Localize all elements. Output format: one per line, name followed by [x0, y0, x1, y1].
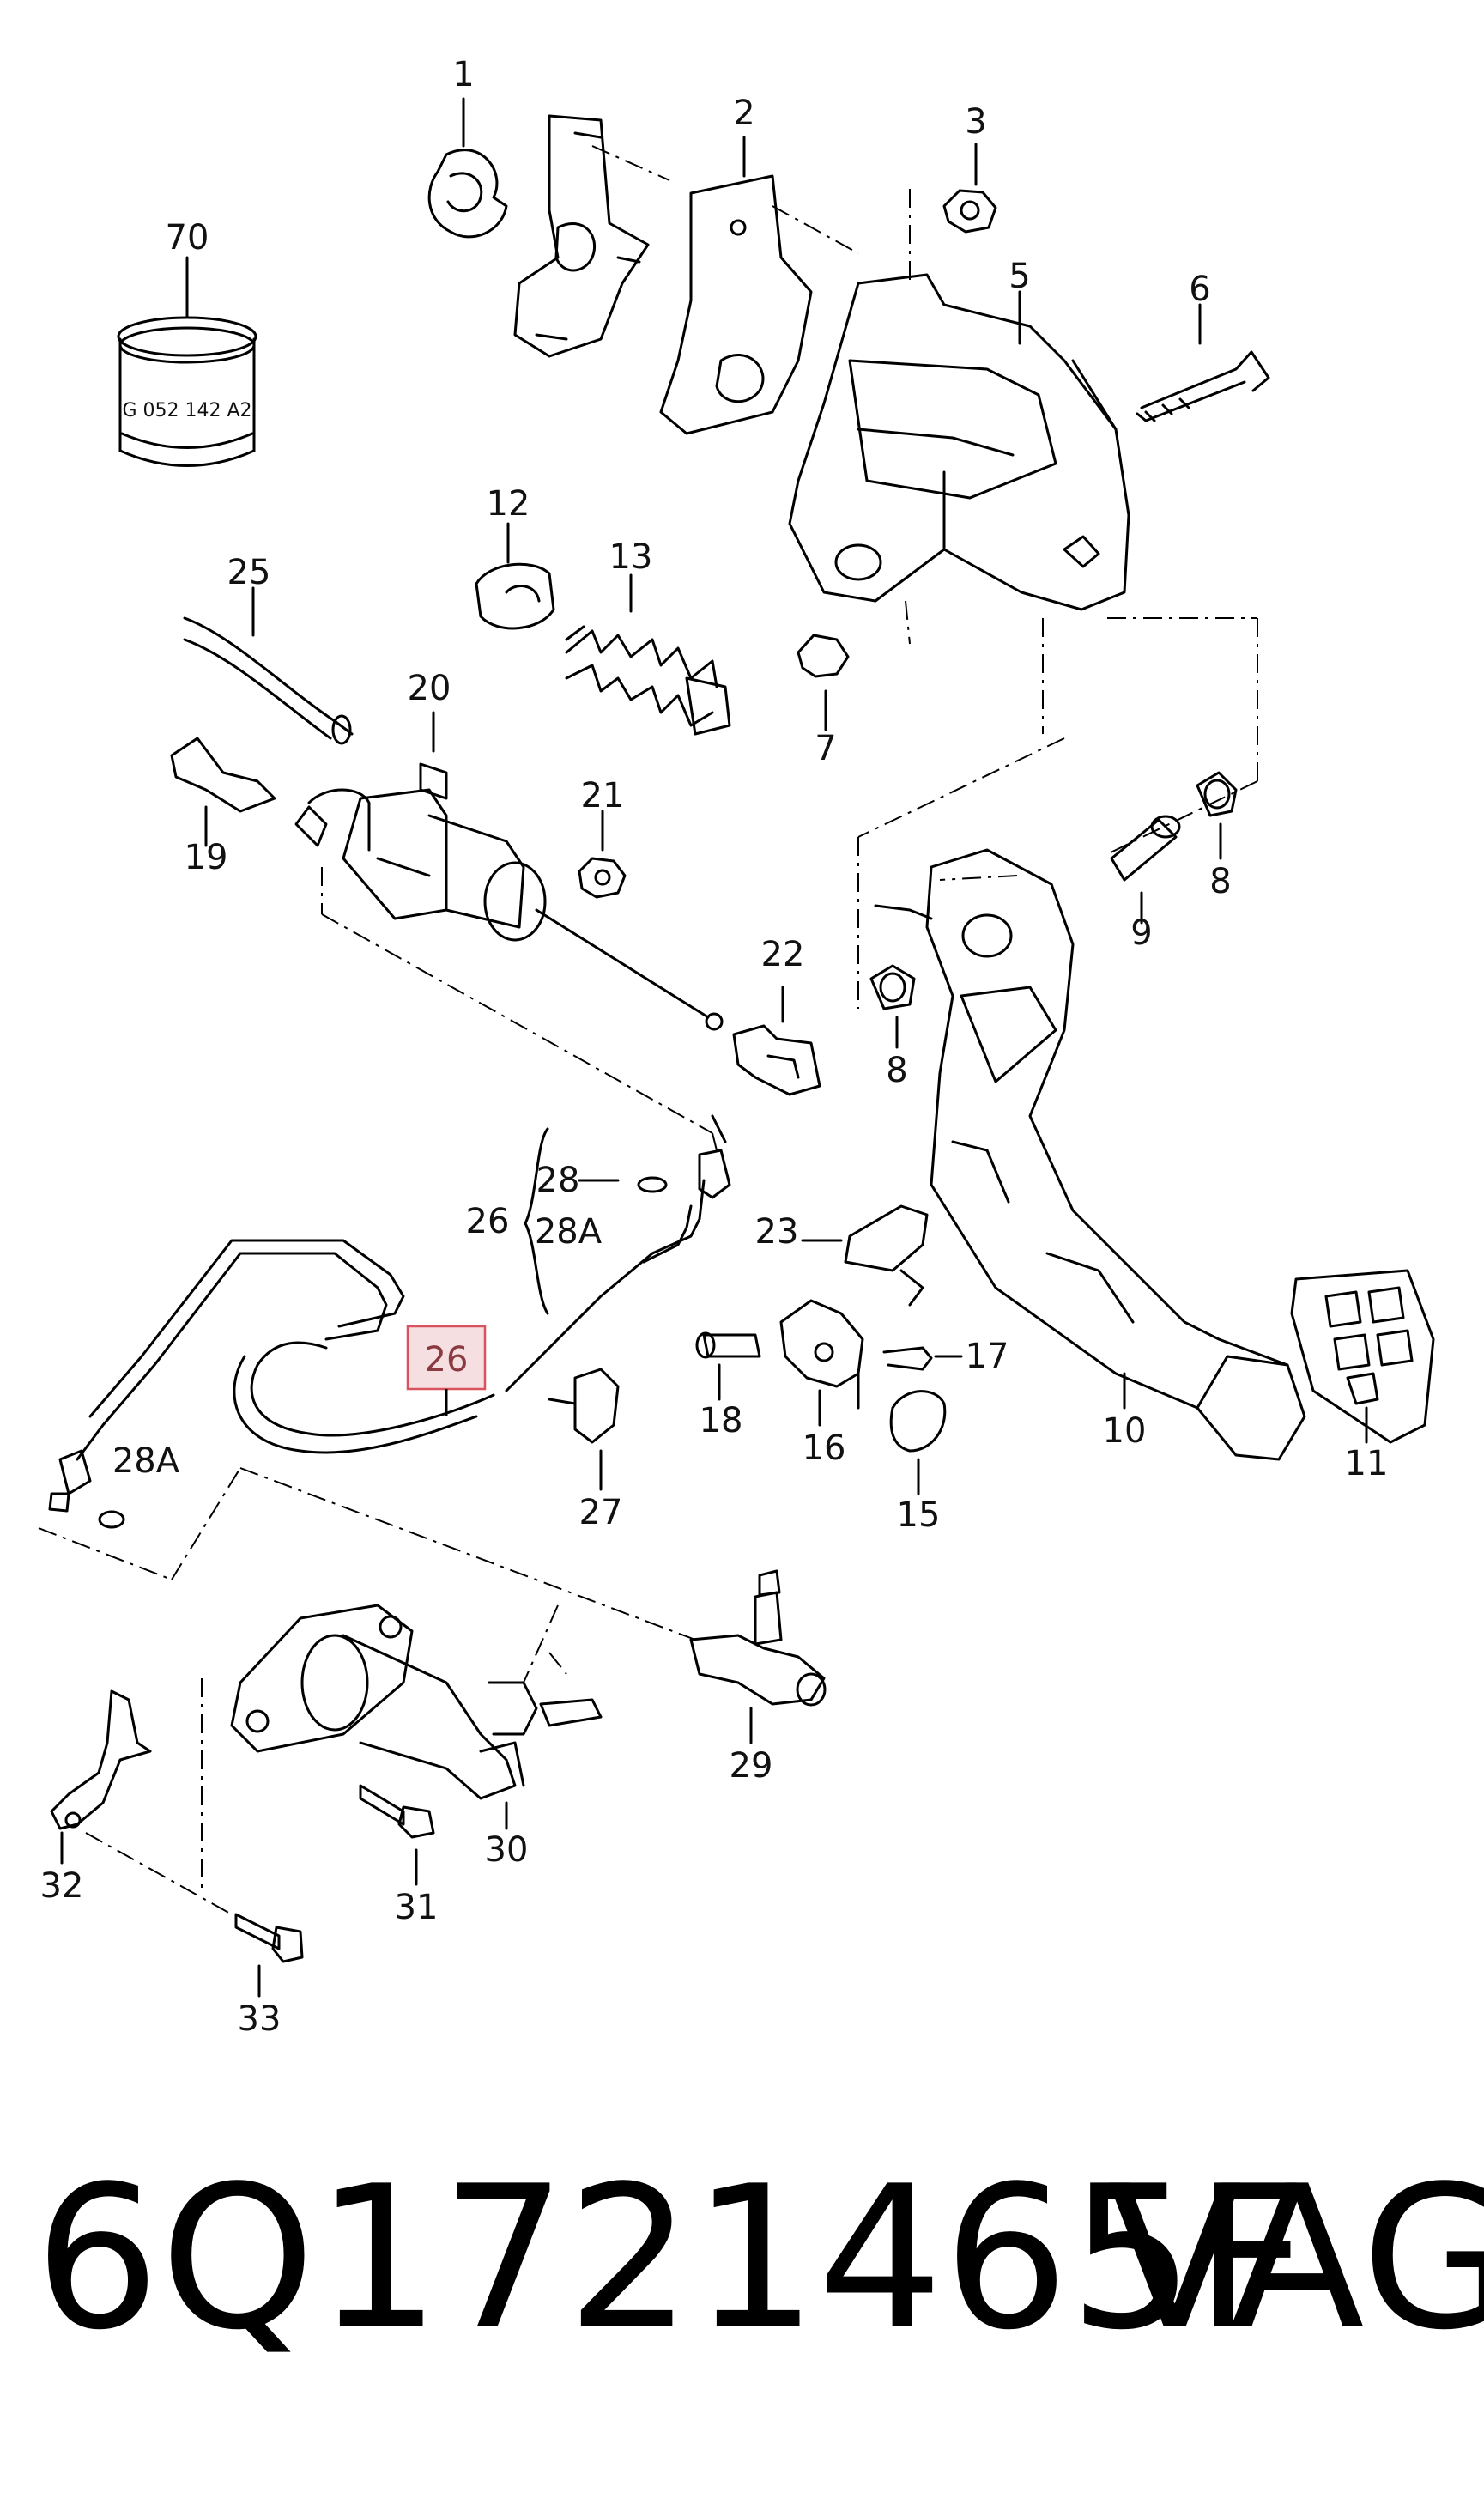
part-17-screw	[882, 1346, 963, 1371]
part-11-pedal-pad	[1290, 1269, 1435, 1444]
callout-28: 28	[536, 1161, 580, 1200]
part-8-bush-lower	[869, 964, 916, 1049]
part-29-t-piece	[689, 1569, 827, 1744]
footer-part-number: 6Q1721465F	[34, 2144, 1308, 2374]
callout-13: 13	[609, 537, 653, 577]
callout-33: 33	[238, 1999, 282, 2039]
callout-25: 25	[227, 553, 271, 592]
part-25-line	[183, 586, 354, 745]
part-19-clip	[170, 737, 276, 847]
part-9-bush	[1110, 815, 1181, 925]
part-3-nut	[942, 143, 997, 234]
part-8-bush-upper	[1196, 771, 1238, 860]
callout-30: 30	[485, 1830, 529, 1870]
part-33-bolt	[234, 1913, 304, 1998]
part-26-clutch-line	[48, 1127, 706, 1529]
part-7-nut	[797, 634, 850, 731]
callout-28A-upper: 28A	[535, 1212, 603, 1252]
part-30-slave-cylinder	[230, 1604, 603, 1830]
callout-31: 31	[395, 1888, 439, 1927]
callout-8-upper: 8	[1209, 862, 1231, 901]
callout-19: 19	[185, 838, 228, 877]
part-13-spring	[565, 573, 731, 736]
callout-20: 20	[408, 669, 451, 708]
footer-brand: VAG	[1107, 2144, 1484, 2374]
callout-5: 5	[1009, 257, 1030, 296]
part-10-clutch-pedal	[874, 848, 1306, 1461]
part-6-bolt	[1136, 303, 1270, 422]
callout-22: 22	[761, 935, 805, 974]
part-16-switch-bracket	[779, 1299, 864, 1427]
callout-15: 15	[897, 1495, 941, 1535]
callout-10: 10	[1103, 1411, 1147, 1451]
callout-26-group: 26	[466, 1202, 510, 1241]
callout-7: 7	[815, 729, 836, 768]
part-2-gasket	[659, 136, 813, 435]
callout-23: 23	[755, 1212, 799, 1252]
part-22-clip	[732, 986, 821, 1096]
callout-28A-left: 28A	[112, 1441, 180, 1481]
part-32-bracket	[50, 1689, 152, 1865]
callout-21: 21	[581, 776, 625, 816]
callout-9: 9	[1130, 913, 1152, 953]
part-20-master-cylinder	[294, 711, 547, 942]
callout-16: 16	[803, 1428, 846, 1468]
push-rod	[535, 908, 724, 1031]
callout-18: 18	[700, 1401, 743, 1441]
part-23-cover	[801, 1204, 929, 1307]
highlight-label: 26	[425, 1340, 469, 1380]
callout-2: 2	[733, 94, 754, 133]
callout-1: 1	[452, 55, 474, 94]
sleeve-marking: G 052 142 A2	[122, 400, 251, 422]
callout-3: 3	[965, 102, 986, 142]
part-28-union	[578, 1114, 731, 1199]
callout-32: 32	[40, 1866, 84, 1906]
callout-6: 6	[1189, 270, 1210, 309]
callout-17: 17	[966, 1337, 1009, 1376]
callout-27: 27	[579, 1493, 623, 1532]
part-18-pin	[695, 1331, 761, 1401]
callout-8-lower: 8	[886, 1051, 907, 1090]
part-12-bush	[475, 522, 555, 630]
part-70-sleeve	[117, 256, 257, 467]
highlight-callout-26: 26	[406, 1325, 487, 1416]
callout-11: 11	[1345, 1444, 1389, 1483]
callout-12: 12	[487, 484, 530, 524]
part-27-clip	[548, 1368, 620, 1491]
part-5-pedal-bracket	[788, 273, 1130, 611]
callout-29: 29	[730, 1746, 773, 1786]
part-31-bolt	[359, 1784, 435, 1886]
callout-70: 70	[166, 218, 209, 258]
part-1-clip	[427, 97, 508, 239]
pedal-bracket-plate	[513, 114, 650, 358]
part-21-nut	[578, 810, 627, 899]
part-15-rubber-buffer	[889, 1390, 947, 1495]
